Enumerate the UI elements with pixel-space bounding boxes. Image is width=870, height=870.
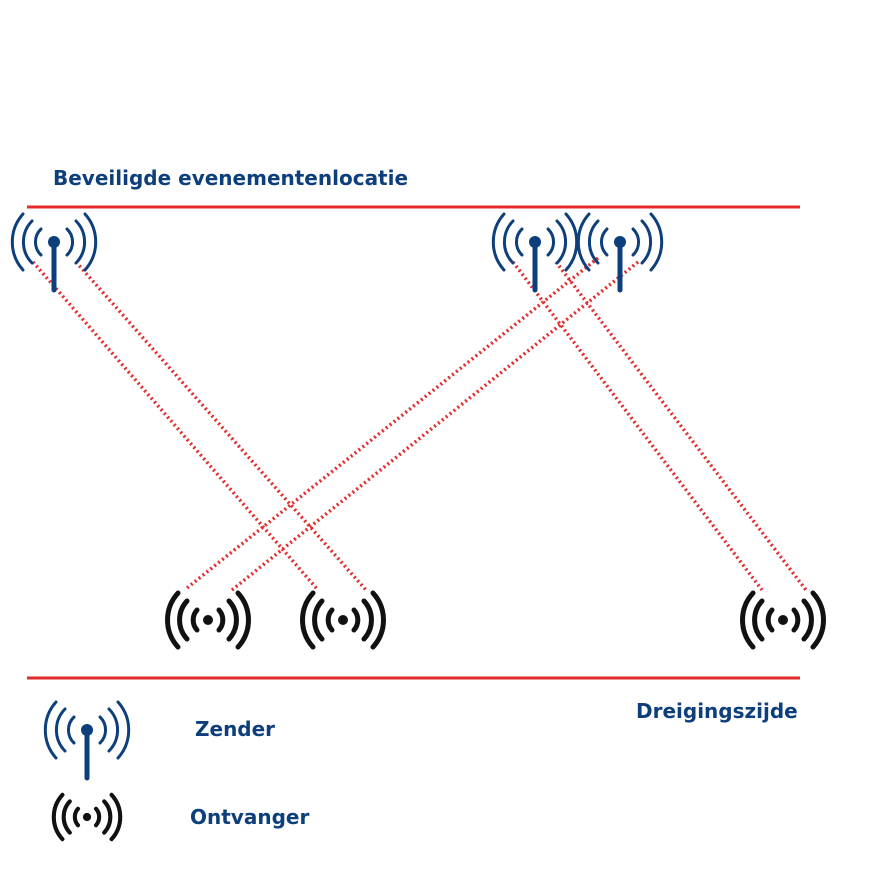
secured-area-label: Beveiligde evenementenlocatie [53, 166, 409, 190]
beam [185, 256, 600, 590]
beam [31, 260, 320, 592]
receiver-icon [168, 593, 249, 647]
beam [554, 260, 808, 592]
legend-transmitter-label: Zender [195, 717, 276, 741]
legend-receiver-label: Ontvanger [190, 805, 310, 829]
beam [511, 260, 764, 592]
receiver-icon [303, 593, 384, 647]
transmitter-icon [578, 214, 661, 290]
beam [230, 260, 640, 592]
transmitter-icon [12, 214, 95, 290]
threat-side-label: Dreigingszijde [636, 699, 798, 723]
beam [74, 260, 368, 592]
transmitter-icon [493, 214, 576, 290]
receiver-icon [743, 593, 824, 647]
legend-receiver-icon [54, 795, 120, 839]
legend-transmitter-icon [45, 702, 128, 778]
